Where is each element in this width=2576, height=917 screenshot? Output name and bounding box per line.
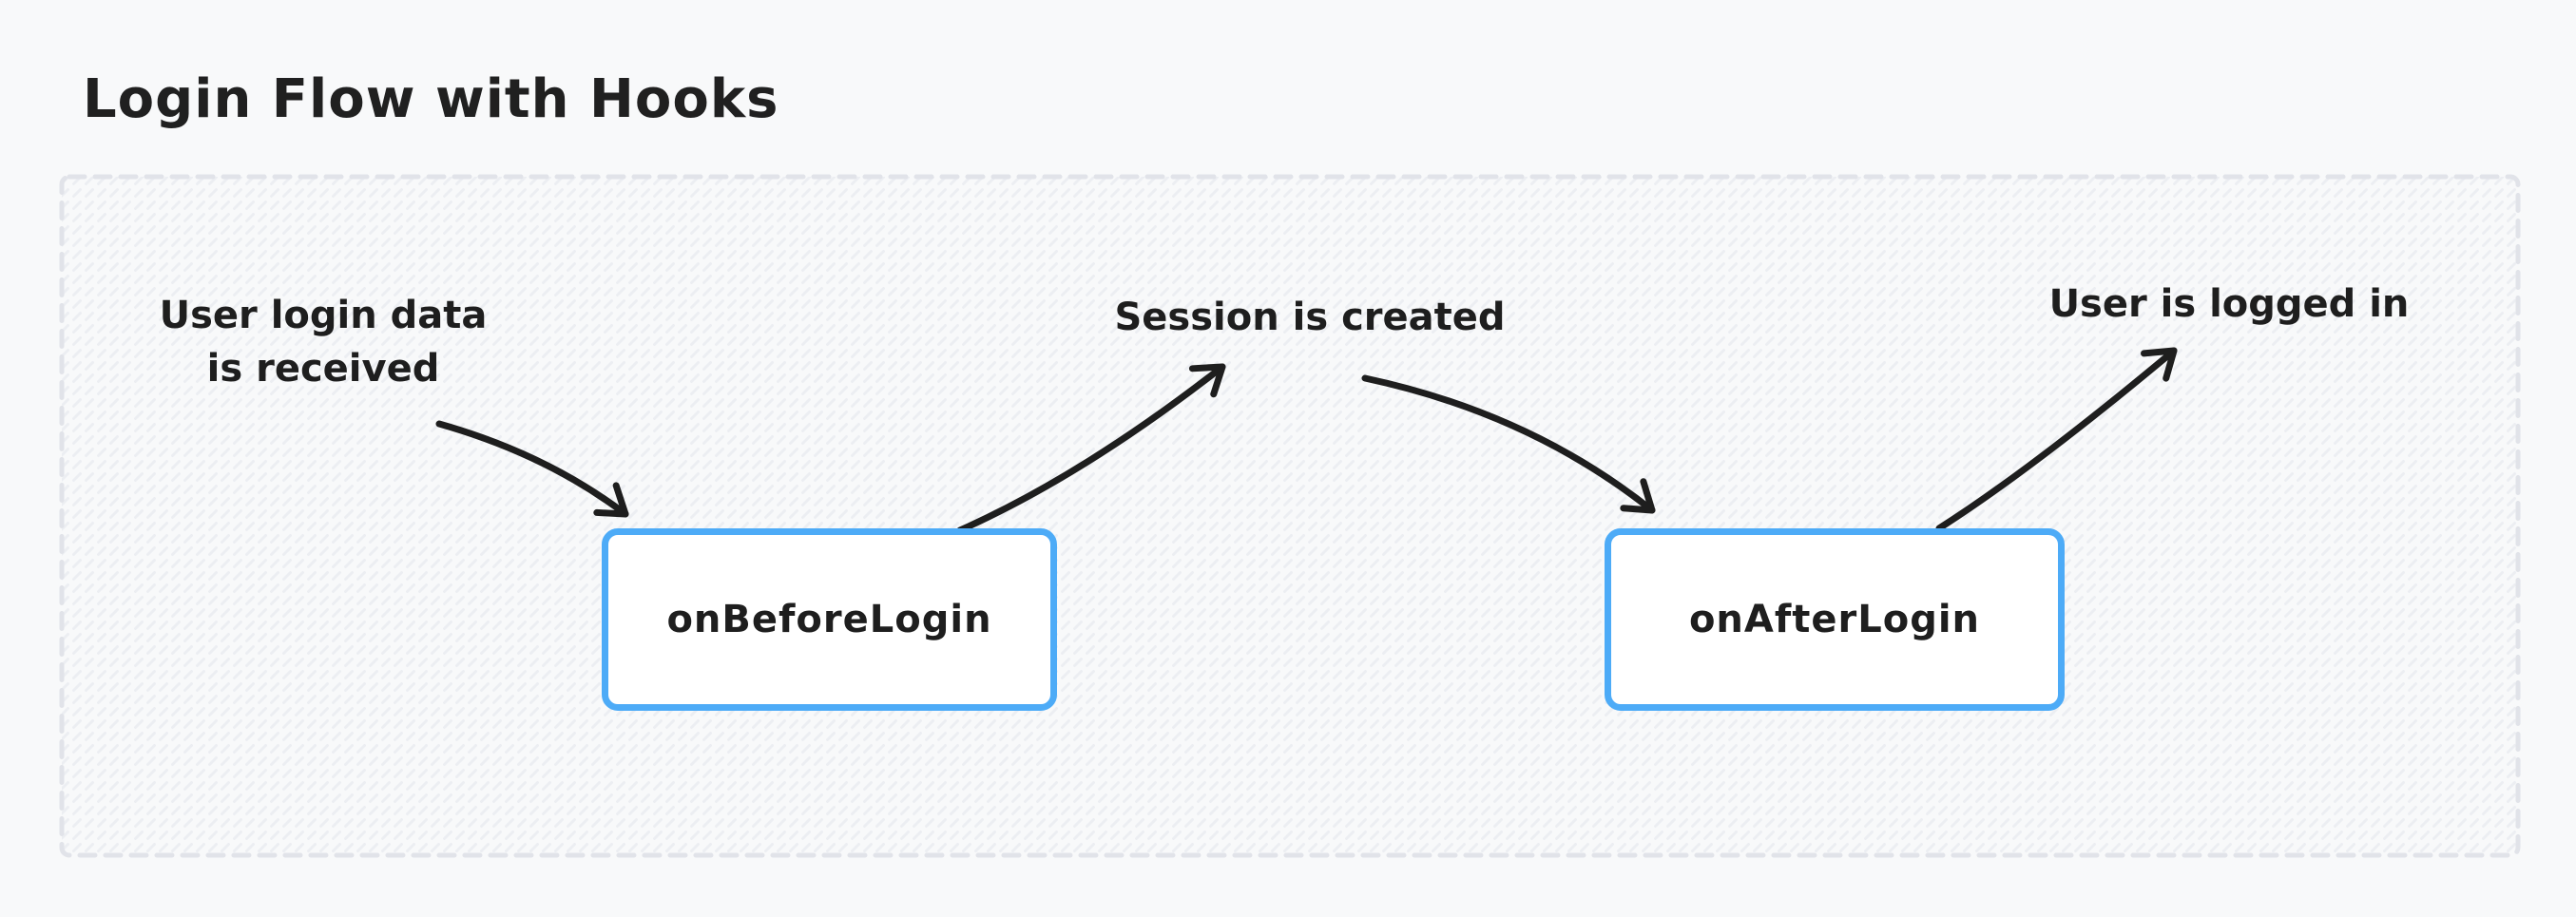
node-label: onBeforeLogin — [666, 598, 992, 641]
node-onAfterLogin: onAfterLogin — [1605, 528, 2065, 711]
node-label: onAfterLogin — [1688, 598, 1981, 641]
note-user-login-data: User login data is received — [133, 289, 513, 395]
node-onBeforeLogin: onBeforeLogin — [602, 528, 1057, 711]
diagram-title: Login Flow with Hooks — [83, 68, 779, 130]
note-line: User login data — [159, 294, 488, 337]
frame-dashed-border — [59, 174, 2521, 858]
note-user-logged-in: User is logged in — [2048, 282, 2410, 326]
flow-frame — [59, 174, 2521, 858]
note-session-created: Session is created — [1114, 296, 1506, 339]
note-line: is received — [206, 347, 440, 391]
